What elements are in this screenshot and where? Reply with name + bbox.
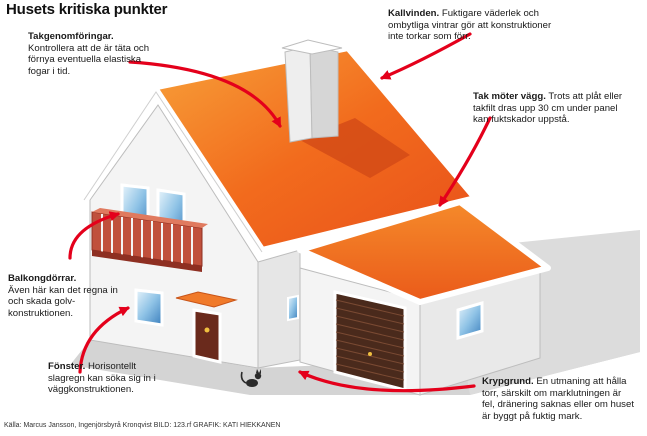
balcony — [91, 208, 208, 272]
chimney-side — [309, 45, 339, 139]
annotation-text: En utmaning att hålla torr, särskilt om … — [482, 376, 634, 422]
arrow-tak-moter-vagg — [438, 116, 492, 207]
annotation-arrows — [68, 32, 492, 393]
annotation-kallvinden: Kallvinden. Fuktigare väderlek och ombyt… — [388, 8, 568, 43]
annotation-text: Även här kan det regna in och skada golv… — [8, 284, 118, 319]
annotation-krypgrund: Krypgrund. En utmaning att hålla torr, s… — [482, 376, 634, 422]
annotation-heading: Tak möter vägg. — [473, 91, 546, 102]
arrow-kallvinden — [380, 32, 472, 80]
garage-door — [333, 290, 407, 392]
annotation-heading: Kallvinden. — [388, 8, 440, 19]
annotation-fonster: Fönster. Horisontellt slagregn kan söka … — [48, 361, 168, 396]
arrow-balkongdorrar — [68, 211, 120, 260]
chimney-top — [281, 39, 343, 55]
annotation-takgenomforingar: Takgenomföringar. Kontrollera att de är … — [28, 31, 158, 77]
image-credit: Källa: Marcus Jansson, Ingenjörsbyrå Kro… — [4, 422, 281, 429]
annotation-heading: Balkongdörrar. — [8, 273, 77, 284]
annotation-text: Kontrollera att de är täta och förnya ev… — [28, 42, 150, 77]
annotation-text: Trots att plåt eller takfilt dras upp 30… — [473, 91, 623, 126]
chimney-front — [284, 45, 313, 143]
arrow-takgenomforingar — [128, 60, 282, 128]
annotation-heading: Fönster. — [48, 361, 86, 372]
annotation-text: Fuktigare väderlek och ombytliga vintrar… — [388, 8, 552, 43]
annotation-text: Horisontellt slagregn kan söka sig in i … — [48, 361, 156, 396]
annotation-balkongdorrar: Balkongdörrar. Även här kan det regna in… — [8, 273, 118, 319]
entrance-door — [192, 308, 222, 364]
page-title: Husets kritiska punkter — [6, 1, 168, 18]
garage-window — [456, 301, 484, 340]
cat-icon — [240, 369, 262, 387]
door-canopy — [175, 291, 238, 308]
lower-window — [134, 288, 164, 327]
annotation-heading: Krypgrund. — [482, 376, 534, 387]
garage-roof — [297, 199, 551, 305]
arrow-fonster — [78, 306, 130, 374]
arrow-krypgrund — [298, 370, 476, 393]
annotation-heading: Takgenomföringar. — [28, 31, 114, 42]
side-small-window — [287, 294, 299, 322]
annotation-tak-moter-vagg: Tak möter vägg. Trots att plåt eller tak… — [473, 91, 633, 126]
